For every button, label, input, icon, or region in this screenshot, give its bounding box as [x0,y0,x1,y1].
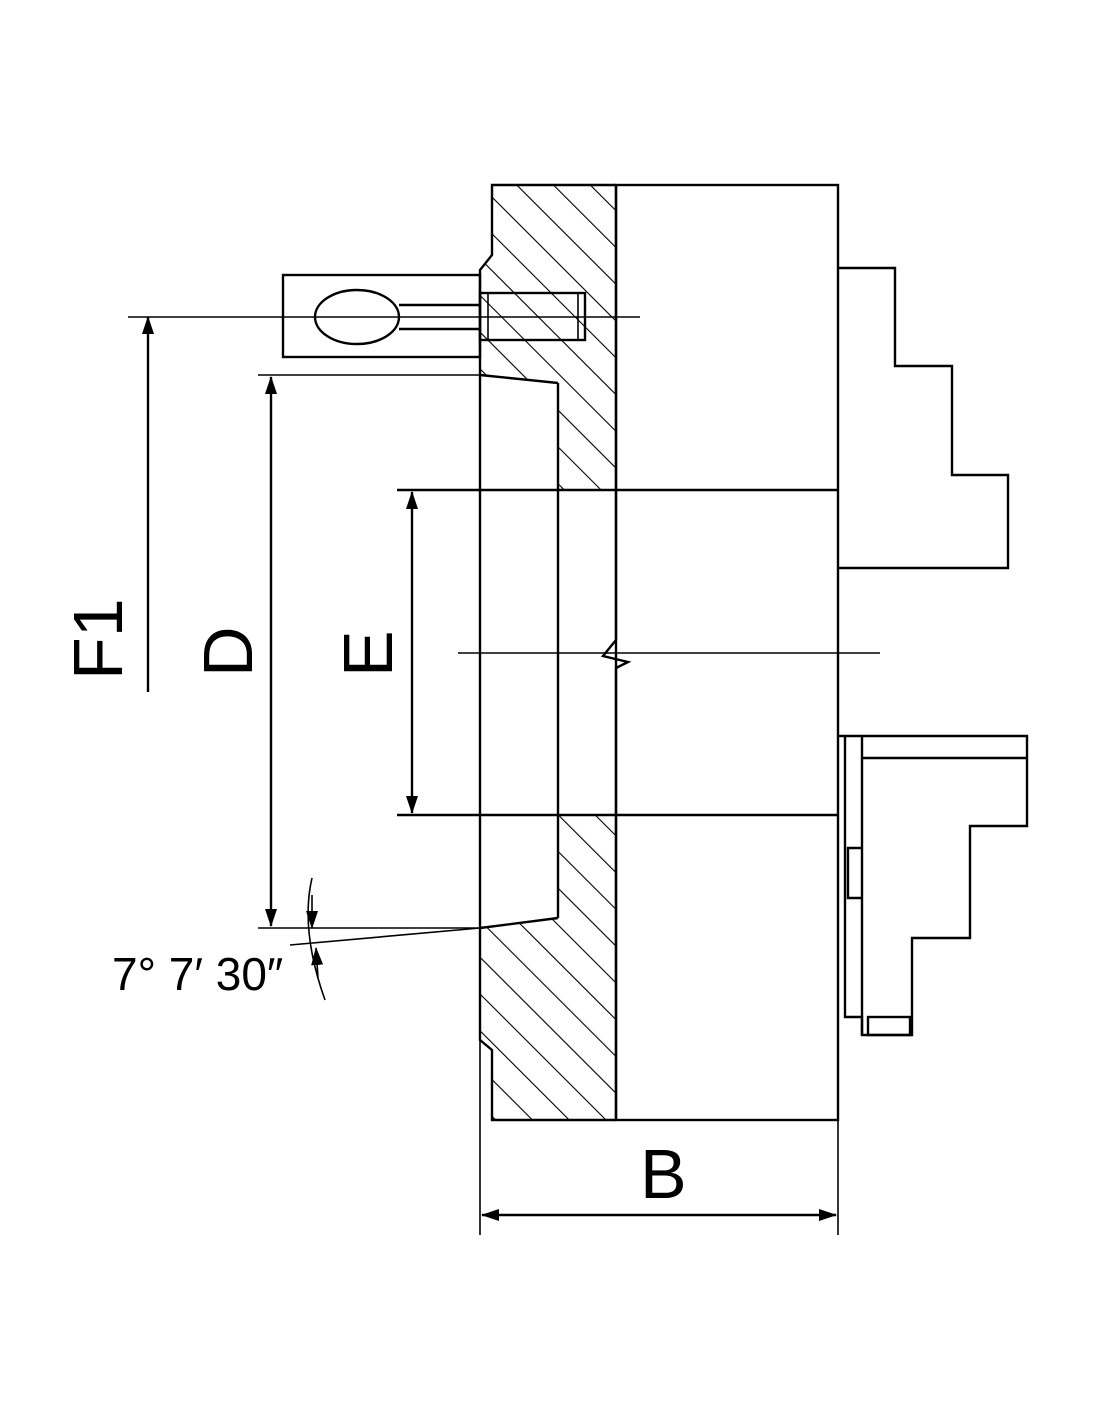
lower-spigot-hatch [480,815,616,1120]
dimension-angle [289,877,481,1001]
dimension-d [258,374,480,929]
label-e: E [329,630,407,677]
lower-jaw [838,734,1029,1037]
flange-outline [478,183,616,1122]
key-body [281,273,482,359]
upper-flange-hatch [480,185,616,340]
lower-taper [479,916,559,930]
upper-taper [479,373,559,385]
label-d: D [189,626,267,677]
dimension-f1 [128,316,480,692]
break-symbol [600,639,632,670]
chuck-body [397,183,880,1122]
lower-jaw-outline [838,734,1029,1037]
angle-arc [307,877,326,1001]
label-angle: 7° 7′ 30″ [112,948,283,1000]
label-f1: F1 [59,598,137,680]
angle-leader [289,927,481,946]
upper-jaw [838,266,1010,570]
lower-jaw-notch [846,846,862,900]
label-b: B [640,1135,687,1213]
dimension-b [479,1040,839,1235]
upper-spigot-hatch [480,340,616,490]
angle-arrow-bottom [311,947,324,979]
lower-jaw-foot [866,1015,912,1037]
